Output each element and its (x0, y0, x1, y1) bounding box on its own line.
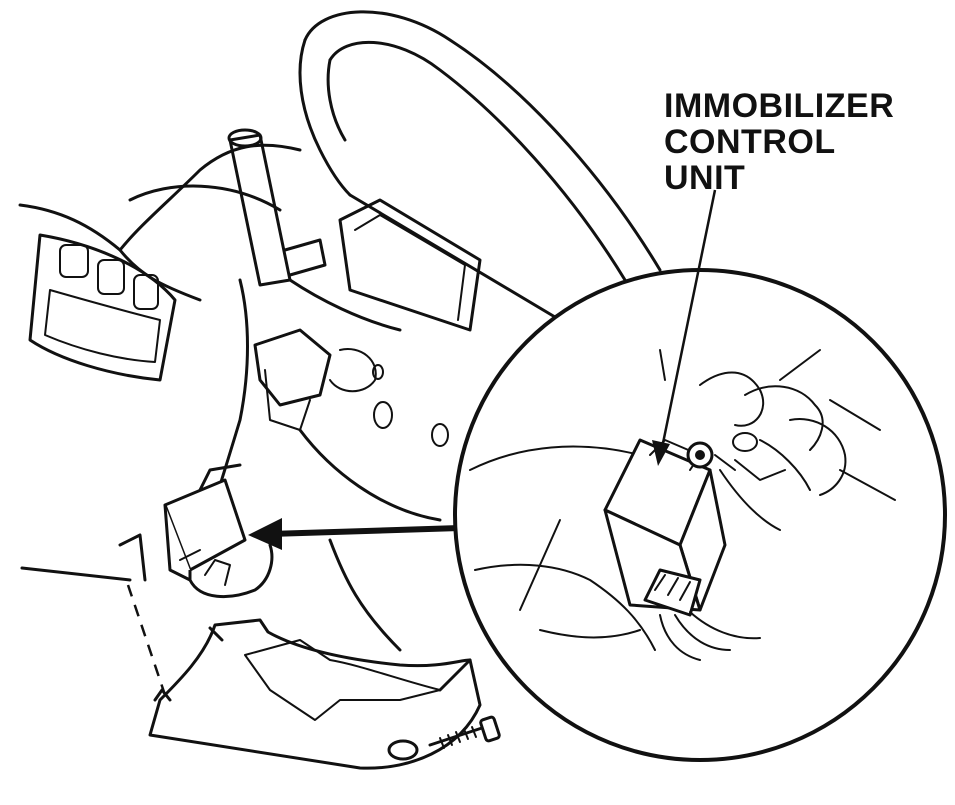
knee-panel-cover (20, 533, 482, 770)
steering-column (208, 198, 482, 652)
immobilizer-unit-installed (163, 463, 274, 599)
steering-wheel (298, 10, 662, 322)
magnified-detail-circle (453, 268, 947, 762)
pointer-arrow (248, 518, 461, 550)
alignment-dashed-line (126, 584, 167, 696)
dashboard (18, 143, 302, 382)
callout-leader (652, 189, 717, 466)
callout-label: IMMOBILIZER CONTROL UNIT (664, 88, 894, 196)
callout-line-3: UNIT (664, 159, 746, 197)
callout-line-2: CONTROL (664, 123, 836, 161)
callout-line-1: IMMOBILIZER (664, 87, 895, 125)
immobilizer-control-unit (603, 438, 761, 661)
mounting-screw (428, 715, 501, 749)
